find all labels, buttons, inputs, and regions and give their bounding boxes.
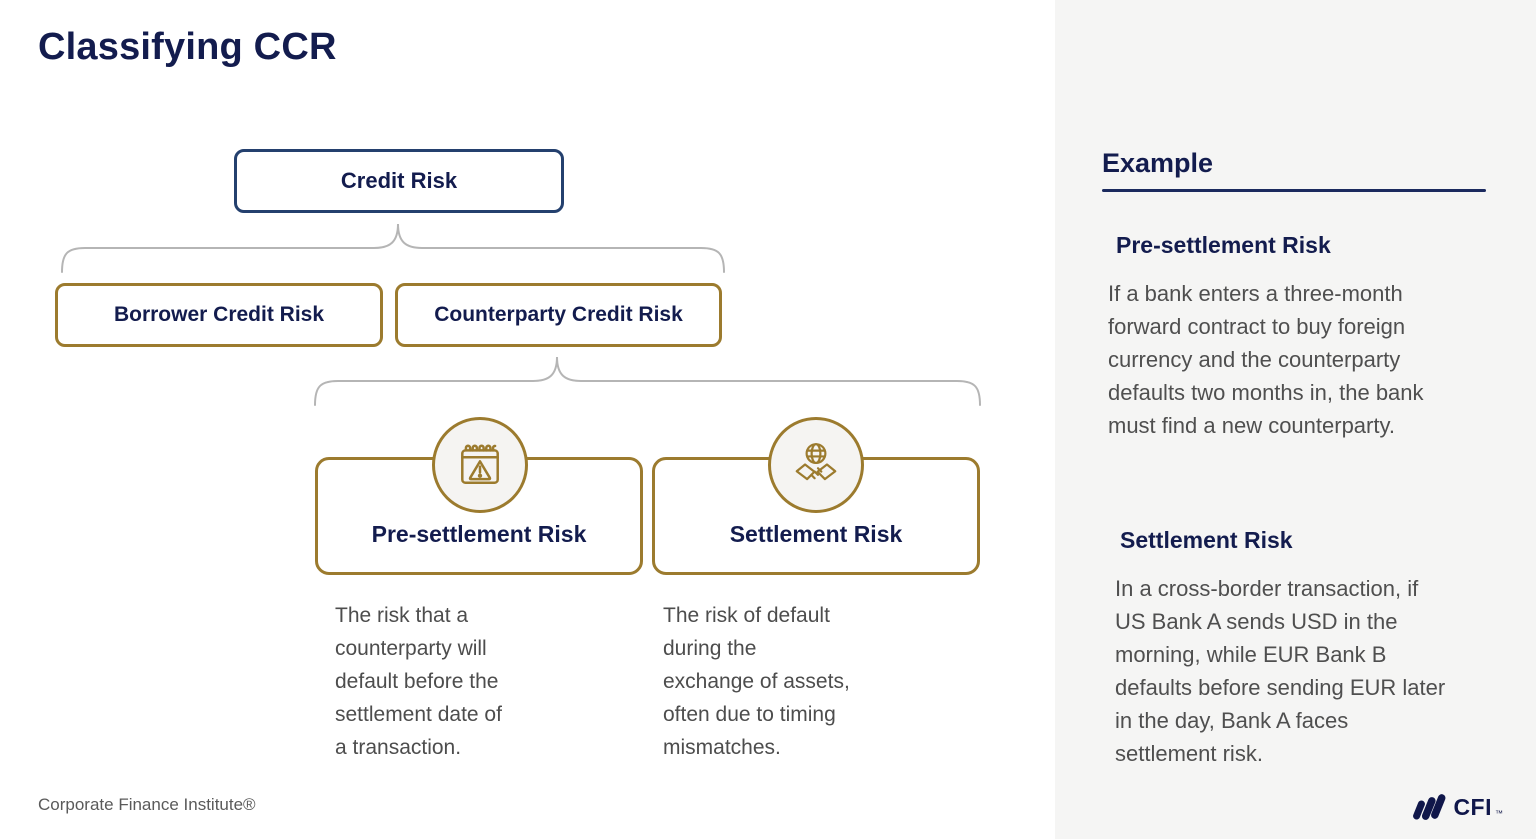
pre-settlement-risk-label: Pre-settlement Risk: [371, 521, 587, 547]
brace-level3: [314, 356, 981, 406]
cfi-logo-text: CFI: [1453, 793, 1492, 820]
counterparty-credit-risk-box: Counterparty Credit Risk: [395, 283, 722, 347]
settlement-icon-circle: [768, 417, 864, 513]
settlement-risk-label: Settlement Risk: [729, 521, 903, 547]
example-pre-settlement-body: If a bank enters a three-month forward c…: [1108, 281, 1424, 438]
credit-risk-label: Credit Risk: [340, 168, 458, 193]
calendar-warning-icon: [461, 444, 499, 484]
borrower-credit-risk-label: Borrower Credit Risk: [113, 303, 325, 326]
settlement-description: The risk of default during the exchange …: [663, 604, 850, 759]
credit-risk-box: Credit Risk: [234, 149, 564, 213]
example-settlement-title: Settlement Risk: [1120, 527, 1293, 553]
globe-handshake-icon: [795, 443, 837, 481]
borrower-credit-risk-box: Borrower Credit Risk: [55, 283, 383, 347]
example-heading: Example: [1102, 148, 1214, 178]
example-pre-settlement-title: Pre-settlement Risk: [1116, 232, 1331, 258]
cfi-logo-bars-icon: [1413, 794, 1446, 820]
pre-settlement-description: The risk that a counterparty will defaul…: [335, 604, 502, 759]
counterparty-credit-risk-label: Counterparty Credit Risk: [434, 303, 683, 326]
page-title: Classifying CCR: [38, 26, 337, 68]
pre-settlement-icon-circle: [432, 417, 528, 513]
footer-company-name: Corporate Finance Institute®: [38, 795, 256, 814]
example-panel: Example Pre-settlement Risk If a bank en…: [1055, 0, 1536, 839]
cfi-trademark: ™: [1495, 809, 1503, 818]
example-settlement-body: In a cross-border transaction, if US Ban…: [1115, 576, 1446, 766]
brace-level2: [61, 223, 725, 273]
cfi-logo: CFI ™: [1413, 792, 1503, 822]
example-heading-rule: [1102, 189, 1486, 192]
